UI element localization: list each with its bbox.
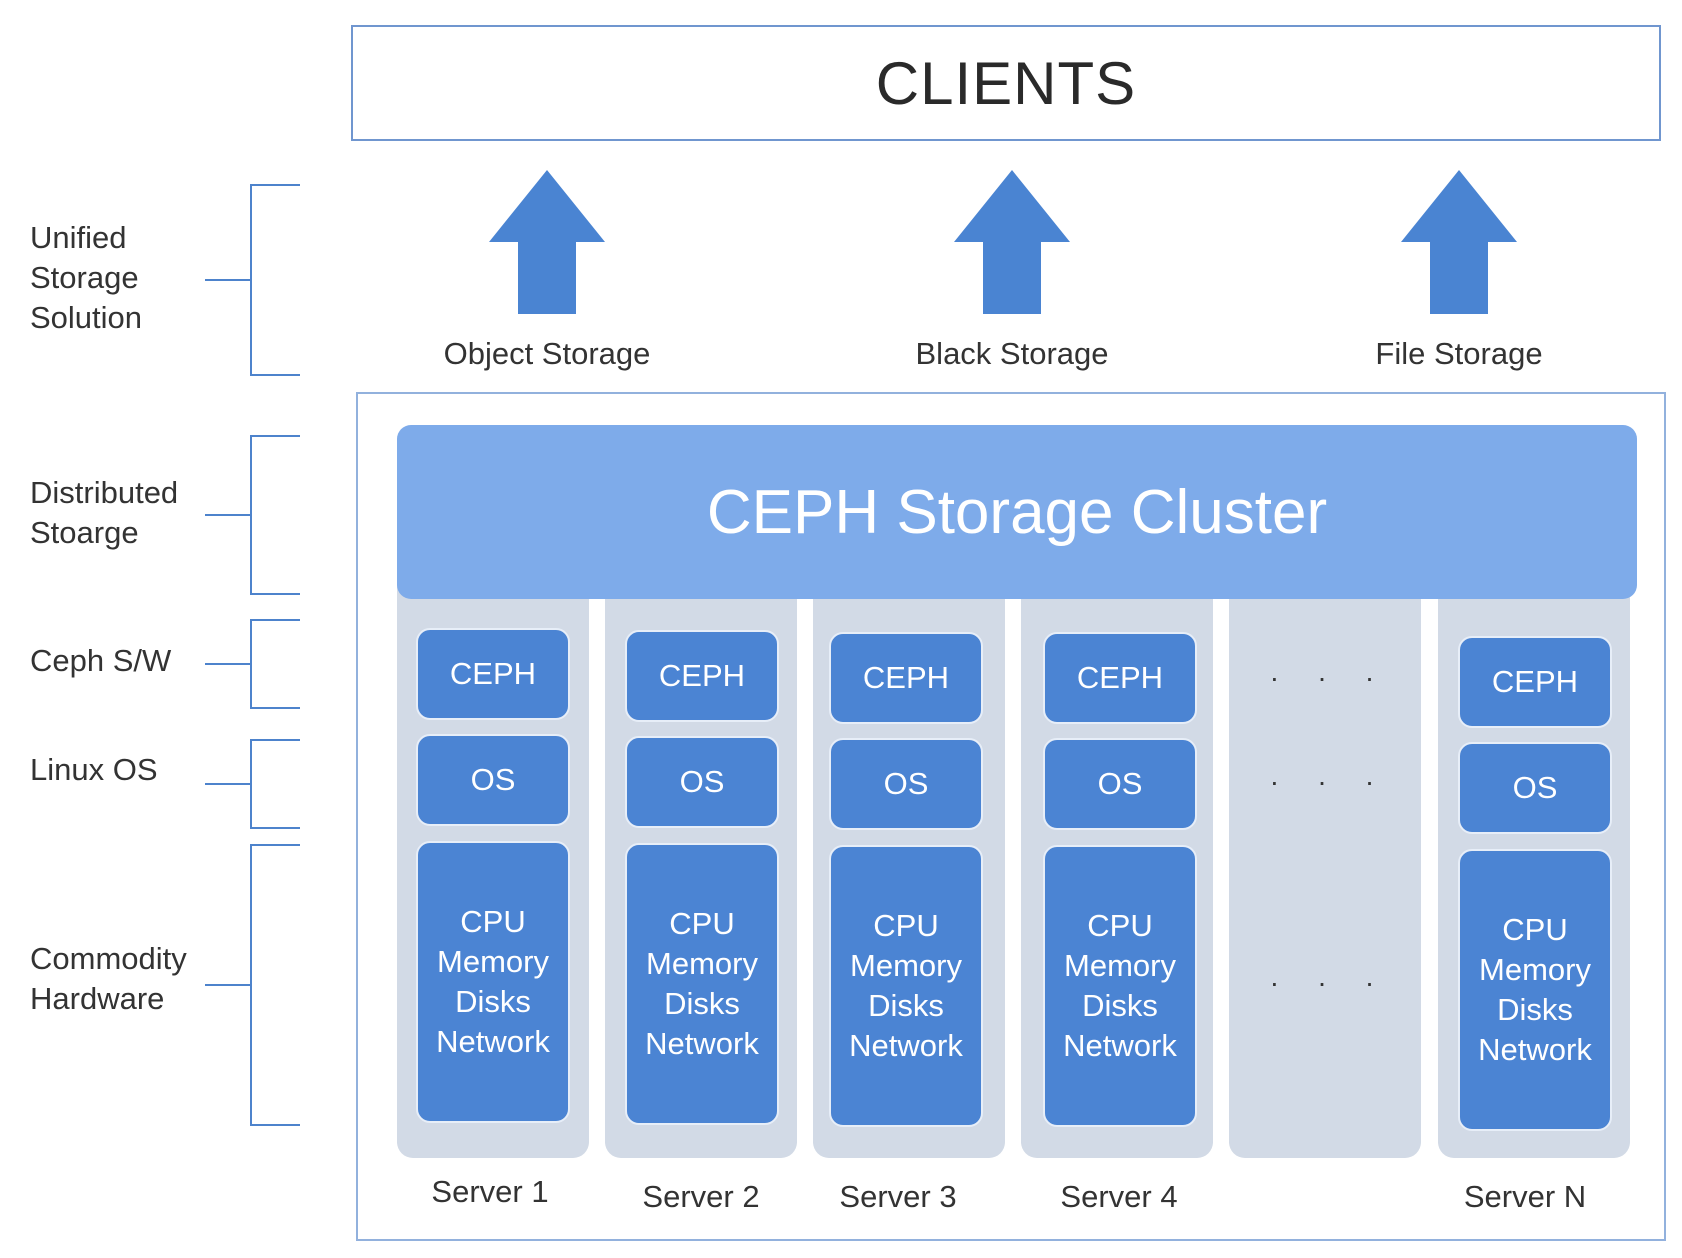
ceph-software-block: CEPH — [416, 628, 570, 720]
up-arrow-icon — [489, 170, 605, 314]
bracket-linux-os — [205, 739, 305, 829]
block-label: OS — [1097, 766, 1143, 801]
block-label: CEPH — [449, 656, 537, 691]
hardware-block: CPU Memory Disks Network — [1043, 845, 1197, 1127]
ellipsis-ceph-row: . . . — [1270, 656, 1390, 687]
bracket-ceph-software — [205, 619, 305, 709]
storage-type-file: File Storage — [1375, 336, 1543, 371]
server-label: Server 3 — [839, 1179, 957, 1214]
layer-label-distributed-storage: Distributed Stoarge — [30, 473, 178, 553]
hardware-item: Memory — [1479, 952, 1591, 987]
block-label: OS — [679, 764, 725, 799]
bracket-commodity-hardware — [205, 844, 305, 1126]
hardware-item: CPU — [873, 908, 939, 943]
hardware-block: CPU Memory Disks Network — [829, 845, 983, 1127]
hardware-item: CPU — [460, 904, 526, 939]
hardware-item: Network — [436, 1024, 550, 1059]
layer-label-unified-storage: Unified Storage Solution — [30, 218, 142, 338]
layer-label-line: Solution — [30, 300, 143, 335]
clients-label: CLIENTS — [875, 49, 1137, 117]
hardware-item: Network — [849, 1028, 963, 1063]
hardware-item: Network — [1063, 1028, 1177, 1063]
block-label: CEPH — [862, 660, 950, 695]
server-label: Server 1 — [431, 1174, 549, 1209]
up-arrow-icon — [1401, 170, 1517, 314]
layer-label-line: Storage — [30, 260, 139, 295]
hardware-item: Disks — [664, 986, 740, 1021]
hardware-item: Disks — [868, 988, 944, 1023]
hardware-item: Memory — [437, 944, 549, 979]
os-block: OS — [1458, 742, 1612, 834]
hardware-block: CPU Memory Disks Network — [416, 841, 570, 1123]
layer-label-ceph-software: Ceph S/W — [30, 641, 171, 681]
layer-label-line: Hardware — [30, 981, 165, 1016]
layer-label-line: Distributed — [30, 475, 179, 510]
layer-label-linux-os: Linux OS — [30, 750, 158, 790]
clients-box: CLIENTS — [351, 25, 1661, 141]
hardware-item: CPU — [1502, 912, 1568, 947]
ellipsis-os-row: . . . — [1270, 760, 1390, 791]
server-label: Server 4 — [1060, 1179, 1178, 1214]
layer-label-line: Stoarge — [30, 515, 139, 550]
layer-label-line: Ceph S/W — [30, 643, 172, 678]
block-label: CEPH — [1076, 660, 1164, 695]
storage-type-object: Object Storage — [443, 336, 651, 371]
hardware-item: Network — [645, 1026, 759, 1061]
layer-label-line: Commodity — [30, 941, 187, 976]
hardware-item: CPU — [669, 906, 735, 941]
block-label: OS — [470, 762, 516, 797]
ceph-storage-cluster-bar: CEPH Storage Cluster — [397, 425, 1637, 599]
block-label: CEPH — [658, 658, 746, 693]
ceph-software-block: CEPH — [1458, 636, 1612, 728]
hardware-block: CPU Memory Disks Network — [625, 843, 779, 1125]
hardware-item: CPU — [1087, 908, 1153, 943]
bracket-distributed-storage — [205, 435, 305, 595]
layer-label-line: Unified — [30, 220, 127, 255]
cluster-outline — [356, 392, 1666, 1241]
hardware-item: Disks — [1082, 988, 1158, 1023]
hardware-item: Disks — [455, 984, 531, 1019]
storage-type-block: Black Storage — [915, 336, 1109, 371]
hardware-item: Memory — [1064, 948, 1176, 983]
layer-label-line: Linux OS — [30, 752, 158, 787]
server-label: Server 2 — [642, 1179, 760, 1214]
layer-label-commodity-hardware: Commodity Hardware — [30, 939, 187, 1019]
block-label: OS — [883, 766, 929, 801]
hardware-item: Memory — [646, 946, 758, 981]
cluster-label: CEPH Storage Cluster — [706, 477, 1328, 547]
bracket-unified-storage — [205, 184, 305, 376]
ellipsis-hardware-row: . . . — [1270, 961, 1390, 992]
block-label: OS — [1512, 770, 1558, 805]
hardware-item: Disks — [1497, 992, 1573, 1027]
os-block: OS — [625, 736, 779, 828]
up-arrow-icon — [954, 170, 1070, 314]
hardware-item: Network — [1478, 1032, 1592, 1067]
os-block: OS — [829, 738, 983, 830]
ceph-software-block: CEPH — [829, 632, 983, 724]
server-label: Server N — [1463, 1179, 1587, 1214]
ceph-software-block: CEPH — [625, 630, 779, 722]
os-block: OS — [416, 734, 570, 826]
hardware-item: Memory — [850, 948, 962, 983]
ceph-software-block: CEPH — [1043, 632, 1197, 724]
hardware-block: CPU Memory Disks Network — [1458, 849, 1612, 1131]
os-block: OS — [1043, 738, 1197, 830]
block-label: CEPH — [1491, 664, 1579, 699]
server-column — [1229, 560, 1421, 1158]
